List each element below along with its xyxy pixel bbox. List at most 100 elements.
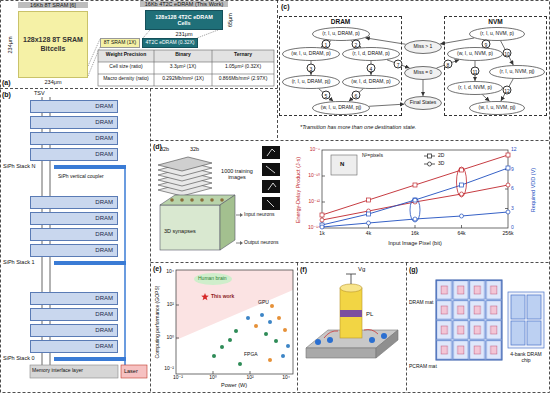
transition-arrow [482, 95, 489, 102]
annotation-ellipse [410, 198, 420, 222]
ion [369, 337, 375, 343]
data-series [322, 168, 508, 225]
callout-number: 3 [307, 64, 316, 73]
connector-group [311, 38, 513, 106]
dram-layer: DRAM [30, 340, 118, 353]
scatter-point [277, 316, 281, 320]
part-label: PL [366, 311, 373, 318]
node-text: Miss = 0 [414, 70, 433, 76]
panel-letter: (c) [281, 3, 290, 11]
scatter-point [274, 339, 278, 343]
memory-interface [30, 365, 118, 378]
tick-label: 10² [167, 302, 174, 308]
axis-title: Power (W) [221, 382, 247, 388]
dram-chip [511, 295, 525, 319]
ellipse-outline [470, 28, 525, 41]
edram-cell-box: 4T2C eDRAM (0.32X) [142, 38, 198, 48]
star-marker [201, 293, 209, 300]
axis-title: Energy-Delay Product (J·s) [295, 157, 301, 223]
terminal-label: Vg [358, 266, 365, 273]
digit-image [262, 197, 280, 210]
data-marker [320, 153, 510, 229]
data-marker [506, 210, 510, 214]
neuron-arrow [236, 243, 240, 244]
synapse-cube [190, 198, 194, 202]
neuron-arrow [240, 241, 243, 245]
part-label: 1000 training images [216, 168, 258, 181]
ellipse-outline [313, 28, 370, 41]
transition-arrow [349, 89, 363, 102]
node-text: DRAM [95, 247, 113, 254]
node-text: DRAM [95, 231, 113, 238]
training-images [158, 157, 212, 171]
scatter-point [254, 324, 258, 328]
tick-label: 10⁻² [173, 375, 183, 381]
gate-terminal [346, 274, 356, 284]
dram-layer: DRAM [30, 116, 118, 129]
sram-array: 128x128 8T SRAM Bitcells [18, 11, 88, 78]
ion [381, 333, 387, 339]
dram-chip [508, 292, 544, 348]
data-marker [506, 183, 510, 187]
part-label: 3D synapses [164, 228, 196, 234]
part-label: SiPh vertical coupler [58, 174, 104, 180]
dram-layer: DRAM [30, 196, 118, 209]
scatter-point [234, 329, 238, 333]
node-text: DRAM [95, 343, 113, 350]
data-marker [460, 192, 464, 196]
annotation-ellipse [410, 167, 467, 222]
node-text: (w, I, d, DRAM, p) [351, 79, 390, 85]
neuron-arrow [236, 213, 243, 245]
data-marker [413, 217, 417, 221]
dimension: 234μm [18, 79, 88, 85]
table-cell: Macro density (ratio) [98, 76, 154, 82]
digit-image [262, 163, 280, 176]
node-text: 4T2C eDRAM (0.32X) [146, 40, 195, 46]
data-marker [506, 153, 510, 157]
node-text: Miss > 1 [414, 44, 433, 50]
part-label: Laser [124, 368, 138, 374]
digit-image [262, 146, 280, 210]
ellipse-outline [343, 76, 400, 89]
zoom-line [197, 30, 218, 38]
node-text: DRAM [95, 151, 113, 158]
point-label: FPGA [244, 352, 258, 358]
transition-arrow [387, 60, 410, 68]
dimension: 231μm [145, 31, 223, 37]
node-text: (r, I, d, NVM, p) [458, 85, 492, 91]
state-ellipse: (w, I, u, NVM, pj) [469, 101, 525, 115]
synapse-cube [210, 198, 214, 202]
table-grid [212, 50, 213, 86]
data-marker [367, 221, 371, 225]
table-grid [98, 50, 274, 62]
digit-image [266, 166, 275, 173]
transition-arrow [501, 79, 513, 101]
annotation-ellipse [457, 167, 467, 197]
data-marker [367, 212, 371, 216]
panel-letter: (b) [2, 91, 11, 99]
digit-image [262, 146, 280, 159]
pillar [340, 284, 362, 338]
legend-sample [428, 162, 432, 166]
node-text: DRAM [95, 135, 113, 142]
ion-arrow [324, 331, 338, 338]
chart-frame [322, 150, 508, 228]
table-cell: 0.866Mb/mm² (2.97X) [212, 76, 274, 82]
ellipse-outline [405, 67, 442, 80]
inset-block [331, 155, 357, 175]
axis-title: Computing performance (GOPS) [155, 286, 161, 359]
node-text: (w, I, u, DRAM, p) [291, 51, 330, 57]
node-text: (w, I, u, NVM, pj) [479, 105, 516, 111]
ellipse-outline [405, 41, 442, 54]
memory-region: NVM(r, I, u, NVM, p)(w, I, u, NVM, p)(r,… [444, 16, 547, 116]
scatter-point [270, 304, 274, 308]
chart-frame [505, 208, 508, 209]
chart-frame [415, 225, 416, 228]
pillar [340, 288, 362, 338]
scatter-point [246, 316, 250, 320]
panel-letter: (g) [409, 266, 418, 274]
callout-number: 2 [352, 40, 361, 49]
dimension: 65μm [227, 13, 233, 27]
